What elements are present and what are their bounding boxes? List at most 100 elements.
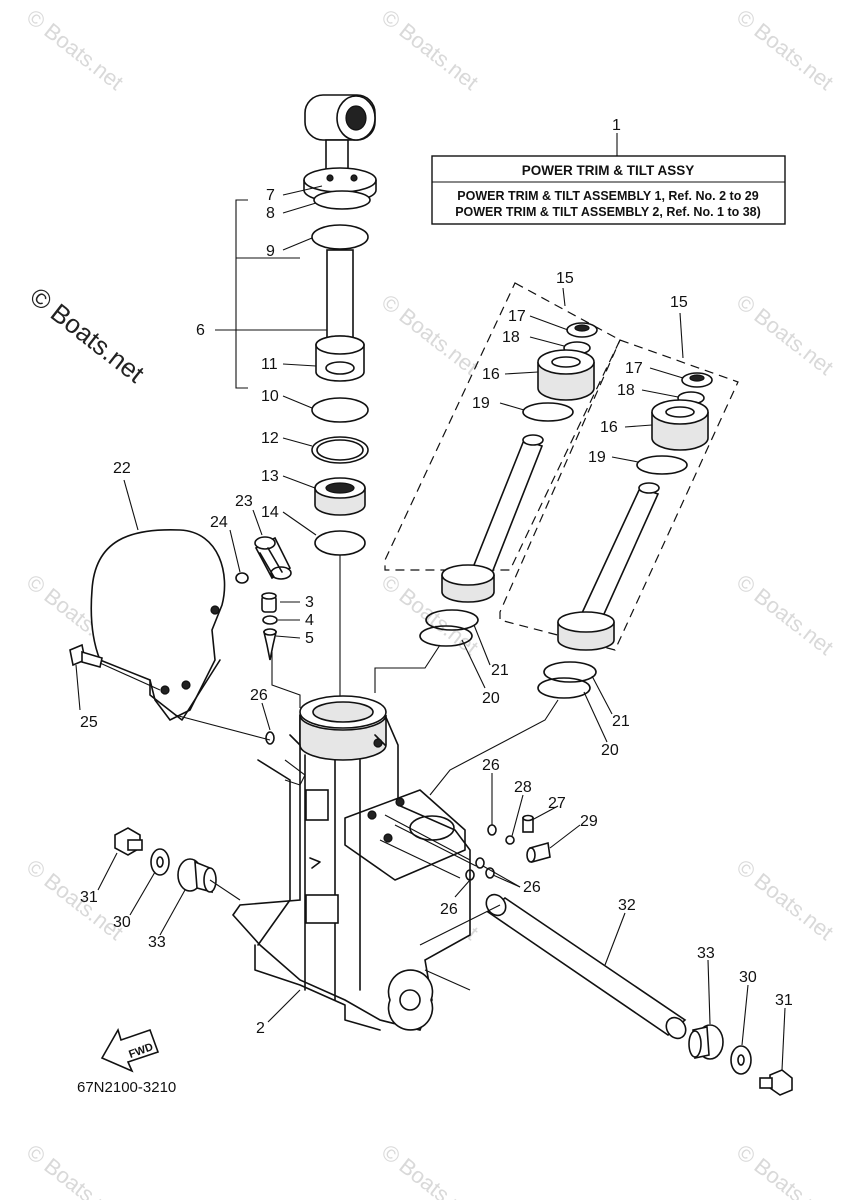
callout-label: 26 xyxy=(523,879,541,896)
assembly-box: POWER TRIM & TILT ASSY POWER TRIM & TILT… xyxy=(431,133,786,225)
watermark-text: © Boats.net xyxy=(377,289,483,380)
callouts: 1 7 8 9 6 11 10 12 13 14 23 24 22 3 4 5 … xyxy=(80,117,793,1037)
part-9-oring xyxy=(311,224,369,250)
part-2-housing xyxy=(231,695,471,1031)
callout-label: 26 xyxy=(250,687,268,704)
part-33-bushing-right xyxy=(688,1024,724,1060)
part-piston-right xyxy=(557,372,713,651)
part-26-ring xyxy=(475,857,485,869)
callout-label: 17 xyxy=(625,360,643,377)
watermark-text: © Boats.net xyxy=(22,854,128,945)
callout-label: 29 xyxy=(580,813,598,830)
callout-label: 3 xyxy=(305,594,314,611)
callout-label: 13 xyxy=(261,468,279,485)
callout-label: 18 xyxy=(617,382,635,399)
callout-label: 6 xyxy=(196,322,205,339)
callout-label: 15 xyxy=(670,294,688,311)
callout-label: 32 xyxy=(618,897,636,914)
watermark-text: © Boats.net xyxy=(732,1139,838,1200)
fwd-arrow-icon: FWD xyxy=(100,1027,160,1073)
callout-label: 26 xyxy=(440,901,458,918)
callout-label: 33 xyxy=(148,934,166,951)
part-29-pin xyxy=(526,841,551,864)
part-31-bolt-left xyxy=(114,827,143,856)
callout-label: 18 xyxy=(502,329,520,346)
callout-label: 22 xyxy=(113,460,131,477)
part-26-ring xyxy=(485,867,495,879)
callout-label: 25 xyxy=(80,714,98,731)
diagram-code: 67N2100-3210 xyxy=(77,1079,176,1096)
watermark-text: © Boats.net xyxy=(732,569,838,660)
callout-label: 12 xyxy=(261,430,279,447)
callout-label: 14 xyxy=(261,504,279,521)
watermark-text: © Boats.net xyxy=(377,4,483,95)
callout-label: 2 xyxy=(256,1020,265,1037)
part-5-valve xyxy=(262,628,278,661)
part-4-oring xyxy=(262,615,278,625)
callout-label: 20 xyxy=(601,742,619,759)
assembly-box-line1: POWER TRIM & TILT ASSEMBLY 1, Ref. No. 2… xyxy=(457,189,758,203)
part-28-ball xyxy=(505,835,515,845)
callout-label: 23 xyxy=(235,493,253,510)
callout-label: 10 xyxy=(261,388,279,405)
part-26-ring xyxy=(265,731,275,745)
watermark-text: © Boats.net xyxy=(732,4,838,95)
callout-label: 16 xyxy=(600,419,618,436)
callout-label: 11 xyxy=(261,356,278,373)
part-30-washer-right xyxy=(730,1045,752,1075)
part-30-washer-left xyxy=(150,848,170,876)
part-32-shaft xyxy=(485,893,687,1040)
callout-label: 15 xyxy=(556,270,574,287)
part-20-oring-left xyxy=(419,625,473,647)
part-12-ring xyxy=(311,436,369,464)
callout-label: 9 xyxy=(266,243,275,260)
part-33-bushing-left xyxy=(177,858,217,894)
watermark-text: © Boats.net xyxy=(732,289,838,380)
part-tilt-rod xyxy=(303,94,377,382)
part-22-cover xyxy=(90,529,226,722)
part-24-ring xyxy=(235,572,249,584)
callout-label: 1 xyxy=(612,117,621,134)
part-23-bearing xyxy=(254,536,292,580)
main-watermark: © Boats.net xyxy=(24,281,150,389)
part-21-ring-left xyxy=(425,609,479,631)
callout-label: 30 xyxy=(113,914,131,931)
callout-label: 31 xyxy=(775,992,793,1009)
part-27-pin xyxy=(522,814,534,833)
part-20-oring-right xyxy=(537,677,591,699)
callout-label: 26 xyxy=(482,757,500,774)
callout-label: 19 xyxy=(472,395,490,412)
callout-label: 21 xyxy=(491,662,509,679)
part-31-bolt-right xyxy=(759,1069,793,1096)
callout-label: 17 xyxy=(508,308,526,325)
callout-label: 16 xyxy=(482,366,500,383)
watermark-text: © Boats.net xyxy=(377,1139,483,1200)
assembly-box-line2: POWER TRIM & TILT ASSEMBLY 2, Ref. No. 1… xyxy=(455,205,761,219)
callout-label: 24 xyxy=(210,514,228,531)
part-12-ring-inner xyxy=(316,439,364,461)
callout-label: 21 xyxy=(612,713,630,730)
assembly-box-title: POWER TRIM & TILT ASSY xyxy=(522,163,695,178)
callout-label: 30 xyxy=(739,969,757,986)
part-14-oring xyxy=(314,530,366,556)
callout-label: 5 xyxy=(305,630,314,647)
callout-label: 28 xyxy=(514,779,532,796)
part-21-ring-right xyxy=(543,661,597,683)
part-26-ring xyxy=(487,824,497,836)
callout-label: 7 xyxy=(266,187,275,204)
part-piston-left xyxy=(441,322,598,603)
part-13-bushing xyxy=(314,477,366,516)
watermark-text: © Boats.net xyxy=(22,4,128,95)
callout-label: 20 xyxy=(482,690,500,707)
part-10-oring xyxy=(311,397,369,423)
watermark-text: © Boats.net xyxy=(732,854,838,945)
callout-label: 27 xyxy=(548,795,566,812)
callout-label: 19 xyxy=(588,449,606,466)
callout-label: 8 xyxy=(266,205,275,222)
callout-label: 4 xyxy=(305,612,314,629)
callout-label: 31 xyxy=(80,889,98,906)
watermark-text: © Boats.net xyxy=(22,1139,128,1200)
part-3-plug xyxy=(261,592,277,613)
callout-label: 33 xyxy=(697,945,715,962)
